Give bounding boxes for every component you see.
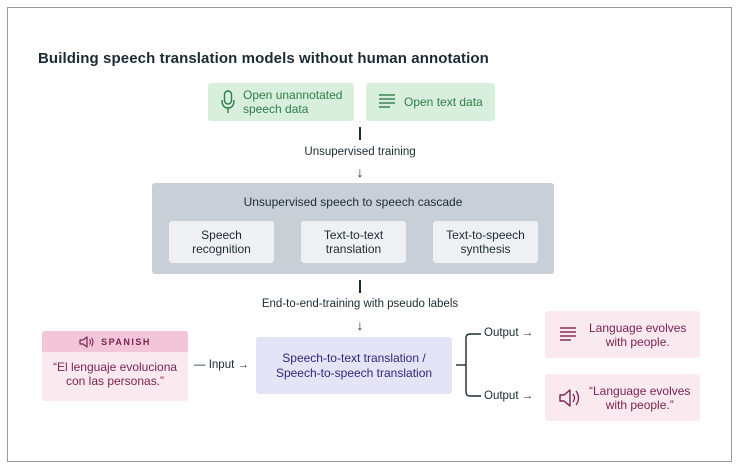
text-data-label: Open text data: [404, 95, 483, 109]
connector-line: [359, 280, 361, 293]
speaker-icon: [79, 335, 94, 348]
speech-data-label-line2: speech data: [243, 102, 309, 116]
output-label-speech: Output →: [484, 390, 534, 402]
language-header: SPANISH: [42, 331, 188, 352]
microphone-icon: [221, 90, 235, 113]
speaker-icon: [559, 388, 580, 407]
model-line1: Speech-to-text translation /: [282, 350, 426, 365]
cascade-title: Unsupervised speech to speech cascade: [243, 195, 463, 209]
unsupervised-training-label: Unsupervised training: [304, 146, 416, 158]
output-label-text: Output →: [484, 327, 534, 339]
input-arrow-label: — Input →: [194, 359, 249, 371]
text-to-speech-line2: synthesis: [460, 242, 511, 256]
spanish-quote-line2: con las personas.”: [65, 374, 165, 388]
diagram-title: Building speech translation models witho…: [38, 50, 489, 67]
text-to-text-line1: Text-to-text: [323, 228, 384, 242]
speech-output-line2: with people.”: [605, 397, 674, 412]
spanish-quote: “El lenguaje evoluciona con las personas…: [42, 352, 188, 388]
model-line2: Speech-to-speech translation: [275, 365, 433, 380]
end-to-end-training-label: End-to-end-training with pseudo labels: [261, 298, 459, 310]
text-lines-icon: [560, 326, 576, 341]
spanish-input-card: SPANISH “El lenguaje evoluciona con las …: [42, 331, 188, 401]
speech-output-label: “Language evolves with people.”: [589, 384, 690, 412]
output-label: Output: [484, 390, 519, 402]
text-data-box: Open text data: [366, 83, 495, 121]
speech-data-box: Open unannotated speech data: [208, 83, 354, 121]
speech-output-line1: “Language evolves: [589, 383, 691, 398]
speech-recognition-line2: recognition: [192, 242, 251, 256]
arrow-down-icon: ↓: [356, 317, 364, 333]
text-lines-icon: [379, 94, 395, 108]
speech-data-label-line1: Open unannotated: [243, 88, 343, 102]
connector-line: [359, 127, 361, 140]
text-output-box: Language evolves with people.: [545, 311, 700, 358]
translation-model-box: Speech-to-text translation / Speech-to-s…: [256, 337, 452, 394]
text-output-label: Language evolves with people.: [589, 321, 686, 349]
text-output-line2: with people.: [605, 334, 670, 349]
speech-output-box: “Language evolves with people.”: [545, 374, 700, 421]
output-branch-connector: [456, 333, 481, 397]
input-label: Input: [208, 359, 235, 371]
cascade-box: Unsupervised speech to speech cascade Sp…: [152, 183, 554, 274]
language-label: SPANISH: [101, 336, 151, 347]
output-label: Output: [484, 327, 519, 339]
speech-data-label: Open unannotated speech data: [243, 88, 342, 116]
text-to-text-line2: translation: [325, 242, 382, 256]
speech-recognition-line1: Speech: [201, 228, 242, 242]
arrow-down-icon: ↓: [356, 164, 364, 180]
text-to-speech-line1: Text-to-speech: [446, 228, 525, 242]
spanish-quote-line1: “El lenguaje evoluciona: [52, 360, 178, 374]
text-output-line1: Language evolves: [589, 320, 687, 335]
